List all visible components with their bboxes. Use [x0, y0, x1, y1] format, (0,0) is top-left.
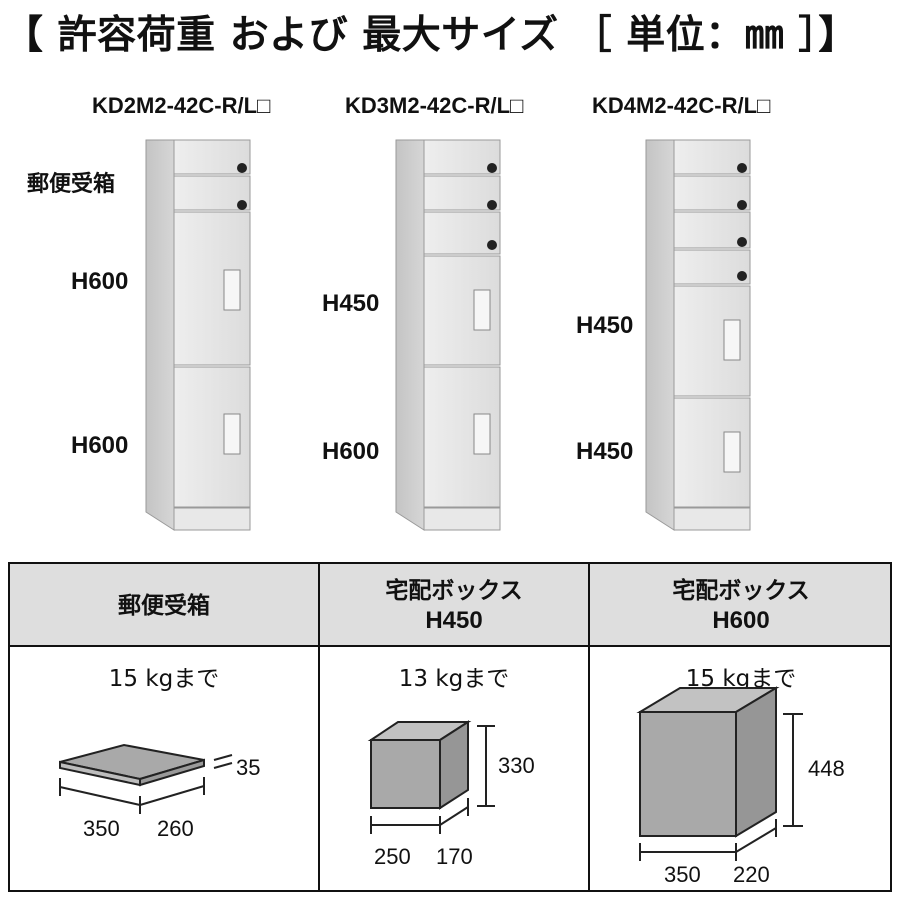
- lock-icon: [737, 271, 747, 281]
- mail-slot-3: [423, 211, 501, 255]
- lock-icon: [487, 200, 497, 210]
- dim-mailbox-height: 35: [236, 755, 261, 780]
- column-heading-text: 宅配ボックス: [672, 577, 810, 604]
- door-handle-icon: [473, 289, 491, 331]
- spec-table-header: [10, 564, 890, 647]
- door-handle-icon: [223, 269, 241, 311]
- column-heading-text: 郵便受箱: [118, 592, 210, 619]
- height-label-kd4-lower: H450: [576, 438, 634, 465]
- column-heading-mailbox: 郵便受箱: [10, 564, 318, 647]
- door-handle-icon: [723, 319, 741, 361]
- door-handle-icon: [723, 431, 741, 473]
- door-handle-icon: [223, 413, 241, 455]
- dim-h600-width: 350: [664, 862, 701, 887]
- lock-icon: [237, 200, 247, 210]
- mail-slot-4: [673, 249, 751, 285]
- unit-kd3-illustration: [395, 139, 501, 531]
- mail-slot-3: [673, 211, 751, 249]
- height-label-kd3-lower: H600: [322, 438, 380, 465]
- flat-package-diagram: [59, 743, 233, 814]
- load-capacity-mailbox: 15 kgまで: [108, 666, 220, 692]
- base-plinth: [173, 507, 251, 531]
- lock-icon: [737, 200, 747, 210]
- dim-mailbox-width: 350: [83, 816, 120, 841]
- column-divider: [588, 564, 590, 890]
- model-name-kd4: KD4M2-42C-R/L□: [592, 93, 771, 118]
- unit-kd4-illustration: [645, 139, 751, 531]
- product-illustrations: [145, 139, 751, 531]
- dim-h450-width: 250: [374, 844, 411, 869]
- column-heading-box-h450: 宅配ボックス H450: [320, 564, 588, 647]
- load-capacity-h450: 13 kgまで: [398, 666, 510, 692]
- dim-h450-depth: 170: [436, 844, 473, 869]
- column-heading-text: 宅配ボックス: [385, 577, 523, 604]
- door-handle-icon: [473, 413, 491, 455]
- height-label-kd2-upper: H600: [71, 268, 129, 295]
- height-label-kd2-lower: H600: [71, 432, 129, 459]
- lock-icon: [737, 163, 747, 173]
- lock-icon: [237, 163, 247, 173]
- dim-mailbox-depth: 260: [157, 816, 194, 841]
- mailbox-label: 郵便受箱: [27, 172, 116, 197]
- dim-h600-depth: 220: [733, 862, 770, 887]
- spec-table: 郵便受箱 宅配ボックス H450 宅配ボックス H600 15 kgまで 13 …: [8, 562, 892, 892]
- box-h600-diagram: [636, 686, 803, 861]
- lock-icon: [487, 163, 497, 173]
- dim-h450-height: 330: [498, 753, 535, 778]
- column-divider: [318, 564, 320, 890]
- unit-kd2-illustration: [145, 139, 251, 531]
- model-name-kd3: KD3M2-42C-R/L□: [345, 93, 524, 118]
- height-label-kd4-upper: H450: [576, 312, 634, 339]
- column-heading-sub: H600: [712, 606, 770, 634]
- lock-icon: [737, 237, 747, 247]
- dim-h600-height: 448: [808, 756, 845, 781]
- column-heading-box-h600: 宅配ボックス H600: [590, 564, 892, 647]
- base-plinth: [673, 507, 751, 531]
- page-title: 【 許容荷重 および 最大サイズ ［ 単位：㎜ ］】: [4, 13, 858, 58]
- model-name-kd2: KD2M2-42C-R/L□: [92, 93, 271, 118]
- lock-icon: [487, 240, 497, 250]
- column-heading-sub: H450: [425, 606, 483, 634]
- height-label-kd3-upper: H450: [322, 290, 380, 317]
- base-plinth: [423, 507, 501, 531]
- box-h450-diagram: [367, 720, 495, 834]
